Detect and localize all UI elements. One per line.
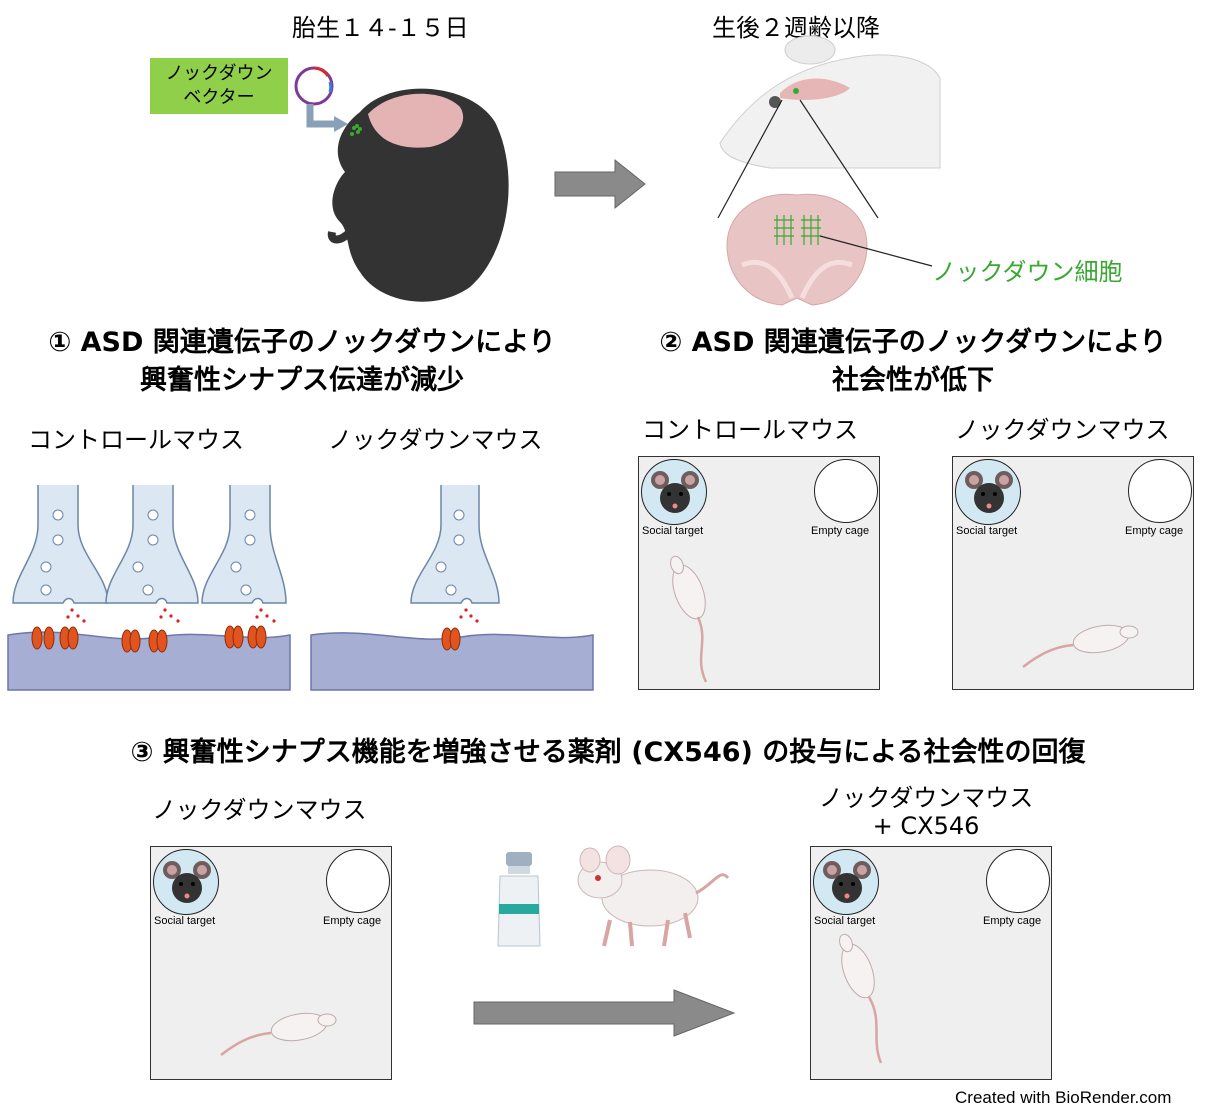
postnatal-stage-label: 生後２週齢以降 [712, 14, 880, 42]
control-synapses-illustration [7, 485, 291, 691]
panel2-knockdown-label: ノックダウンマウス [955, 416, 1170, 444]
magnify-lines [717, 99, 879, 219]
arena-control: Social target Empty cage [638, 456, 880, 690]
empty-cage-label: Empty cage [983, 915, 1042, 927]
empty-cage-label: Empty cage [1125, 525, 1184, 537]
knockdown-cell-pointer [819, 235, 933, 267]
empty-cage-label: Empty cage [811, 525, 870, 537]
drug-treated-mouse-icon [577, 845, 730, 947]
knockdown-synapse-illustration [310, 485, 594, 691]
white-mouse-icon [220, 1012, 337, 1056]
social-target-cage [641, 459, 707, 525]
white-mouse-icon [1022, 624, 1139, 668]
social-target-cage [813, 849, 879, 915]
social-target-label: Social target [956, 525, 1018, 537]
rat-head-illustration [719, 35, 941, 169]
embryo-illustration [327, 88, 509, 302]
panel2-control-label: コントロールマウス [642, 416, 858, 444]
drug-vial-icon [497, 852, 541, 947]
empty-cage [986, 849, 1050, 913]
panel1-title-line2: 興奮性シナプス伝達が減少 [140, 365, 464, 396]
panel1-knockdown-label: ノックダウンマウス [328, 426, 543, 454]
panel1-control-label: コントロールマウス [28, 426, 244, 454]
empty-cage [814, 459, 878, 523]
arena-knockdown: Social target Empty cage [952, 456, 1194, 690]
white-mouse-icon [670, 555, 708, 683]
social-target-cage [153, 849, 219, 915]
embryo-stage-label: 胎生１４-１５日 [292, 14, 469, 42]
empty-cage [1128, 459, 1192, 523]
empty-cage [326, 849, 390, 913]
arena-knockdown-cx546: Social target Empty cage [810, 846, 1052, 1080]
social-target-label: Social target [154, 915, 216, 927]
panel2-title-line1: ② ASD 関連遺伝子のノックダウンにより [659, 327, 1167, 358]
plasmid-icon [294, 66, 348, 132]
social-target-label: Social target [814, 915, 876, 927]
brain-section-illustration [726, 193, 868, 306]
black-mouse-icon [965, 471, 1013, 513]
white-mouse-icon [839, 933, 883, 1064]
panel3-left-label: ノックダウンマウス [152, 796, 367, 824]
empty-cage-label: Empty cage [323, 915, 382, 927]
panel3-right-label-line1: ノックダウンマウス [818, 784, 1034, 812]
social-target-cage [955, 459, 1021, 525]
knockdown-vector-box: ノックダウン ベクター [150, 58, 288, 114]
biorender-credit: Created with BioRender.com [955, 1088, 1172, 1107]
treatment-arrow-icon [473, 989, 736, 1037]
panel3-title: ③ 興奮性シナプス機能を増強させる薬剤 (CX546) の投与による社会性の回復 [130, 737, 1086, 768]
time-arrow-icon [554, 158, 646, 210]
panel3-right-label-line2: + CX546 [872, 812, 980, 840]
arena-knockdown-before: Social target Empty cage [150, 846, 392, 1080]
panel1-title-line1: ① ASD 関連遺伝子のノックダウンにより [48, 327, 556, 358]
knockdown-cells-label: ノックダウン細胞 [932, 258, 1123, 286]
black-mouse-icon [651, 471, 699, 513]
panel2-title-line2: 社会性が低下 [832, 365, 994, 396]
social-target-label: Social target [642, 525, 704, 537]
vector-label-line2: ベクター [183, 87, 255, 108]
black-mouse-icon [163, 861, 211, 903]
vector-label-line1: ノックダウン [165, 63, 273, 84]
black-mouse-icon [823, 861, 871, 903]
